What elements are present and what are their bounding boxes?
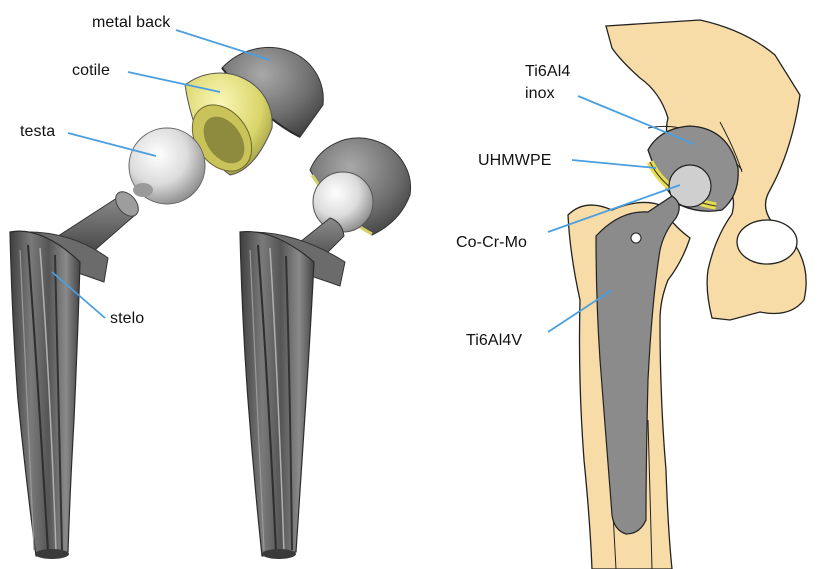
label-cocrmo: Co-Cr-Mo xyxy=(456,234,527,252)
assembled-stem-body xyxy=(240,232,314,559)
label-stelo: stelo xyxy=(110,310,144,328)
assembled-prosthesis xyxy=(240,138,411,559)
label-ti6al4v: Ti6Al4V xyxy=(466,332,522,350)
label-cotile: cotile xyxy=(72,62,110,80)
assembled-ball xyxy=(313,172,373,232)
label-uhmwpe: UHMWPE xyxy=(478,152,551,170)
label-inox: inox xyxy=(525,84,555,104)
leader-metal-back xyxy=(176,30,270,60)
label-metal-back: metal back xyxy=(92,14,170,32)
obturator-foramen xyxy=(737,220,797,264)
label-testa: testa xyxy=(20,123,55,141)
testa-ball xyxy=(129,128,205,204)
stem-body xyxy=(10,231,80,559)
stem-hole xyxy=(631,233,641,243)
label-ti6al4: Ti6Al4 xyxy=(525,62,570,82)
leader-uhmwpe xyxy=(572,160,656,168)
